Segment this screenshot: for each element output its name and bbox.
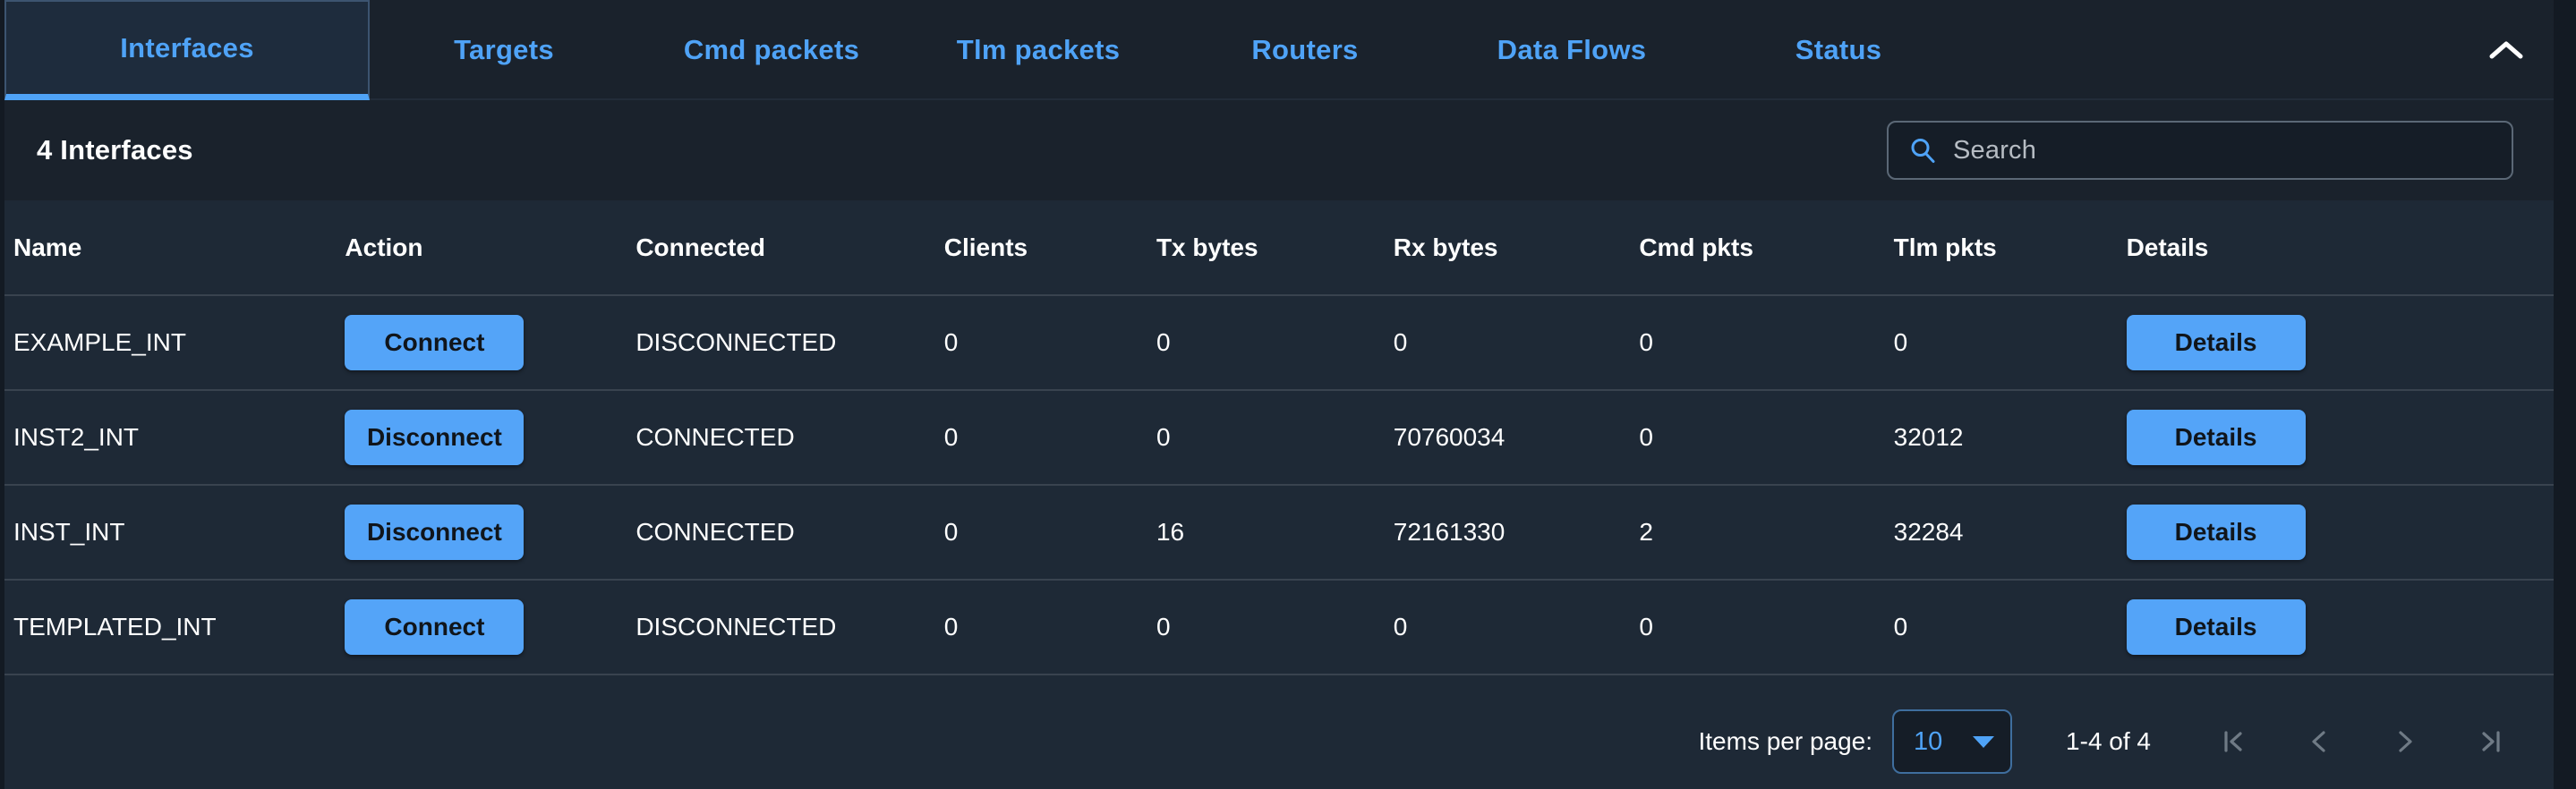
tab-routers-label: Routers	[1251, 34, 1359, 65]
column-header-tlm-pkts[interactable]: Tlm pkts	[1884, 200, 2118, 296]
next-page-button[interactable]	[2362, 699, 2448, 785]
cell-clients: 0	[934, 390, 1147, 486]
last-page-icon	[2476, 726, 2506, 757]
interfaces-table: Name Action Connected Clients Tx bytes R…	[4, 200, 2554, 675]
cell-action: Connect	[336, 580, 627, 675]
details-button[interactable]: Details	[2126, 599, 2306, 655]
tab-status-label: Status	[1795, 34, 1882, 65]
first-page-icon	[2218, 726, 2248, 757]
cell-details: Details	[2117, 485, 2554, 581]
cell-tlm-pkts: 32012	[1884, 390, 2118, 486]
connect-toggle-button[interactable]: Disconnect	[345, 410, 525, 465]
cell-rx-bytes: 72161330	[1384, 485, 1631, 581]
details-button[interactable]: Details	[2126, 505, 2306, 560]
tab-data-flows[interactable]: Data Flows	[1438, 0, 1705, 100]
column-header-details[interactable]: Details	[2117, 200, 2554, 296]
column-header-rx-bytes[interactable]: Rx bytes	[1384, 200, 1631, 296]
cell-tx-bytes: 16	[1147, 485, 1385, 581]
details-button[interactable]: Details	[2126, 410, 2306, 465]
cell-rx-bytes: 70760034	[1384, 390, 1631, 486]
tab-interfaces[interactable]: Interfaces	[4, 0, 370, 100]
previous-page-button[interactable]	[2276, 699, 2362, 785]
column-header-name[interactable]: Name	[4, 200, 337, 296]
tab-targets-label: Targets	[454, 34, 554, 65]
cell-cmd-pkts: 0	[1630, 390, 1885, 486]
cell-action: Connect	[336, 295, 627, 391]
tab-status[interactable]: Status	[1705, 0, 1972, 100]
cell-name: EXAMPLE_INT	[4, 295, 337, 391]
cell-details: Details	[2117, 295, 2554, 391]
tab-targets[interactable]: Targets	[370, 0, 638, 100]
collapse-toggle-button[interactable]	[2475, 0, 2538, 100]
items-per-page-label: Items per page:	[1698, 727, 1873, 755]
search-input[interactable]: Search	[1887, 121, 2513, 180]
column-header-tx-bytes[interactable]: Tx bytes	[1147, 200, 1385, 296]
search-placeholder: Search	[1953, 135, 2037, 165]
tab-bar-spacer	[1972, 0, 2554, 98]
table-row: INST_INT Disconnect CONNECTED 0 16 72161…	[4, 485, 2554, 581]
cell-rx-bytes: 0	[1384, 295, 1631, 391]
interfaces-panel: Interfaces Targets Cmd packets Tlm packe…	[4, 0, 2554, 789]
tab-tlm-packets[interactable]: Tlm packets	[905, 0, 1172, 100]
tab-tlm-packets-label: Tlm packets	[956, 34, 1121, 65]
cell-name: INST2_INT	[4, 390, 337, 486]
paginator: Items per page: 10 1-4 of 4	[4, 694, 2554, 789]
previous-page-icon	[2304, 726, 2334, 757]
chevron-up-icon	[2488, 38, 2524, 62]
tab-bar: Interfaces Targets Cmd packets Tlm packe…	[4, 0, 2554, 100]
table-header-row: Name Action Connected Clients Tx bytes R…	[4, 200, 2554, 296]
cell-connected: DISCONNECTED	[627, 295, 935, 391]
page-title: 4 Interfaces	[37, 134, 193, 165]
items-per-page-select[interactable]: 10	[1892, 709, 2013, 774]
cell-cmd-pkts: 0	[1630, 295, 1885, 391]
page-range-label: 1-4 of 4	[2066, 727, 2151, 755]
table-row: TEMPLATED_INT Connect DISCONNECTED 0 0 0…	[4, 580, 2554, 675]
cell-details: Details	[2117, 580, 2554, 675]
cell-tx-bytes: 0	[1147, 295, 1385, 391]
cell-connected: CONNECTED	[627, 485, 935, 581]
cell-tx-bytes: 0	[1147, 580, 1385, 675]
column-header-connected[interactable]: Connected	[627, 200, 935, 296]
cell-details: Details	[2117, 390, 2554, 486]
last-page-button[interactable]	[2448, 699, 2534, 785]
cell-rx-bytes: 0	[1384, 580, 1631, 675]
table-row: EXAMPLE_INT Connect DISCONNECTED 0 0 0 0…	[4, 295, 2554, 391]
details-button[interactable]: Details	[2126, 315, 2306, 370]
cell-clients: 0	[934, 295, 1147, 391]
cell-cmd-pkts: 0	[1630, 580, 1885, 675]
tab-routers[interactable]: Routers	[1172, 0, 1438, 100]
connect-toggle-button[interactable]: Connect	[345, 599, 525, 655]
cell-action: Disconnect	[336, 390, 627, 486]
cell-name: INST_INT	[4, 485, 337, 581]
cell-tlm-pkts: 0	[1884, 295, 2118, 391]
column-header-clients[interactable]: Clients	[934, 200, 1147, 296]
cell-clients: 0	[934, 485, 1147, 581]
cell-connected: CONNECTED	[627, 390, 935, 486]
tab-data-flows-label: Data Flows	[1497, 34, 1647, 65]
search-icon	[1908, 136, 1937, 165]
items-per-page-value: 10	[1914, 726, 1943, 756]
cell-tlm-pkts: 0	[1884, 580, 2118, 675]
next-page-icon	[2390, 726, 2420, 757]
cell-clients: 0	[934, 580, 1147, 675]
cell-tx-bytes: 0	[1147, 390, 1385, 486]
cell-connected: DISCONNECTED	[627, 580, 935, 675]
column-header-action[interactable]: Action	[336, 200, 627, 296]
table-row: INST2_INT Disconnect CONNECTED 0 0 70760…	[4, 390, 2554, 486]
cell-action: Disconnect	[336, 485, 627, 581]
toolbar: 4 Interfaces Search	[4, 100, 2554, 200]
cell-cmd-pkts: 2	[1630, 485, 1885, 581]
tab-cmd-packets[interactable]: Cmd packets	[638, 0, 905, 100]
connect-toggle-button[interactable]: Connect	[345, 315, 525, 370]
tab-interfaces-label: Interfaces	[120, 31, 254, 64]
tab-cmd-packets-label: Cmd packets	[683, 34, 860, 65]
connect-toggle-button[interactable]: Disconnect	[345, 505, 525, 560]
chevron-down-icon	[1973, 735, 1995, 748]
interfaces-table-container: Name Action Connected Clients Tx bytes R…	[4, 200, 2554, 694]
cell-tlm-pkts: 32284	[1884, 485, 2118, 581]
cell-name: TEMPLATED_INT	[4, 580, 337, 675]
first-page-button[interactable]	[2190, 699, 2276, 785]
column-header-cmd-pkts[interactable]: Cmd pkts	[1630, 200, 1885, 296]
